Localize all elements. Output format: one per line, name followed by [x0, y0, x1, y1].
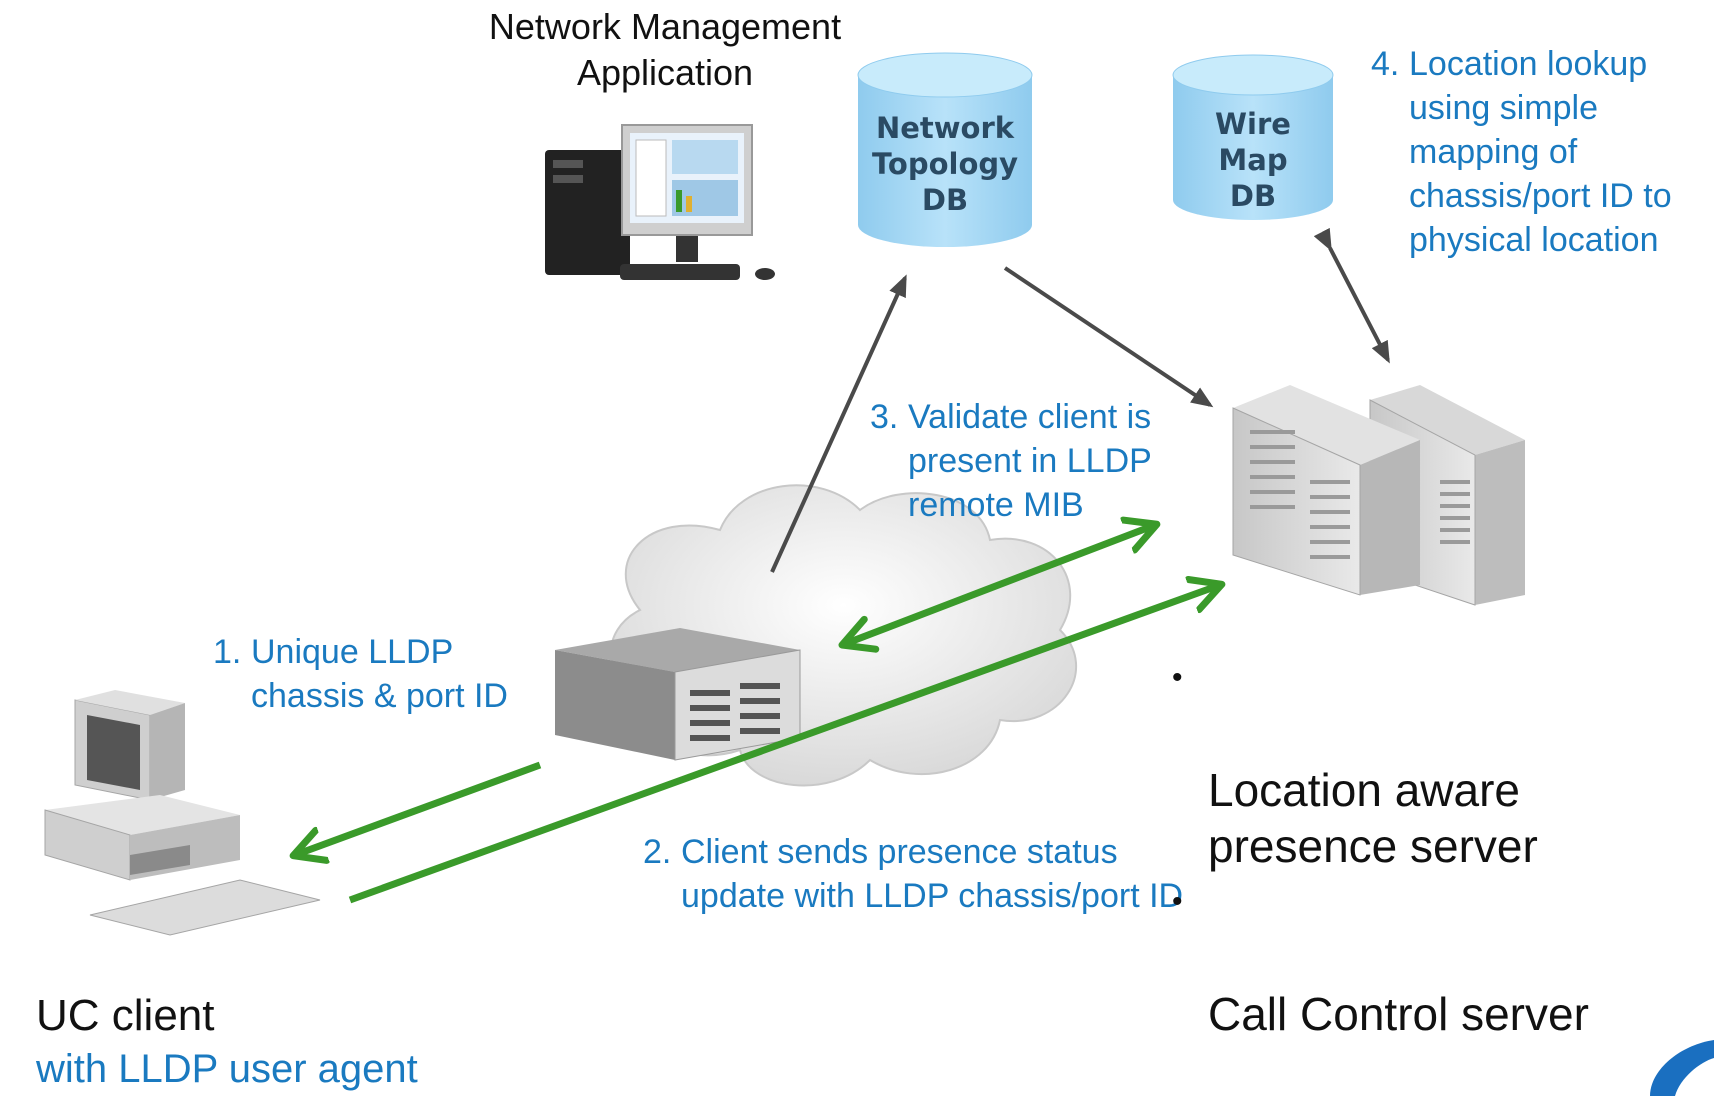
bullet-dot-icon: • [1172, 661, 1183, 694]
uc-client-title: UC client [36, 991, 215, 1040]
gray-arrows [770, 227, 1390, 573]
step-1: 1. Unique LLDP chassis & port ID [213, 630, 543, 718]
step-4-number: 4. [1371, 45, 1400, 83]
network-topology-db [857, 52, 1033, 247]
bullet-dot-icon: • [1172, 885, 1183, 918]
step-3-number: 3. [870, 398, 899, 436]
topology-db-label: Network Topology DB [871, 111, 1019, 217]
green-arrows [295, 525, 1220, 904]
server-bullet-list: • Location aware presence server • Call … [1172, 650, 1622, 1042]
step-4: 4. Location lookup using simple mapping … [1371, 42, 1711, 262]
step-1-number: 1. [213, 633, 242, 671]
arrow-switch-to-topology [770, 274, 907, 573]
wiremap-db-label-box: Wire Map DB [1173, 106, 1333, 216]
arrow-server-switch-validate [842, 525, 1155, 645]
step-3: 3. Validate client is present in LLDP re… [870, 395, 1200, 527]
server-bullet-text: Location aware presence server [1208, 764, 1538, 872]
server-bullet-text: Call Control server [1208, 988, 1589, 1040]
uc-client-pc-image [44, 690, 321, 936]
arrow-topology-to-server [1003, 266, 1214, 408]
topology-db-label-box: Network Topology DB [858, 110, 1032, 230]
network-switch-image [555, 628, 801, 761]
wire-map-db [1172, 54, 1334, 220]
arrow-switch-to-client [295, 761, 542, 855]
wiremap-db-label: Wire Map DB [1215, 107, 1291, 213]
step-2: 2. Client sends presence status update w… [643, 830, 1263, 918]
step-3-text: Validate client is present in LLDP remot… [908, 398, 1152, 524]
nms-title: Network Management Application [488, 6, 842, 93]
corner-logo [1650, 1040, 1714, 1096]
server-image [1232, 385, 1525, 606]
step-4-text: Location lookup using simple mapping of … [1409, 45, 1672, 259]
management-pc-image [545, 124, 775, 280]
server-bullet-item: • Location aware presence server [1172, 650, 1622, 874]
uc-client-subtitle: with LLDP user agent [36, 1047, 418, 1091]
step-2-text: Client sends presence status update with… [681, 833, 1184, 915]
arrow-wiremap-server [1313, 227, 1390, 364]
step-1-text: Unique LLDP chassis & port ID [251, 633, 508, 715]
server-bullet-item: • Call Control server [1172, 874, 1622, 1042]
step-2-number: 2. [643, 833, 672, 871]
